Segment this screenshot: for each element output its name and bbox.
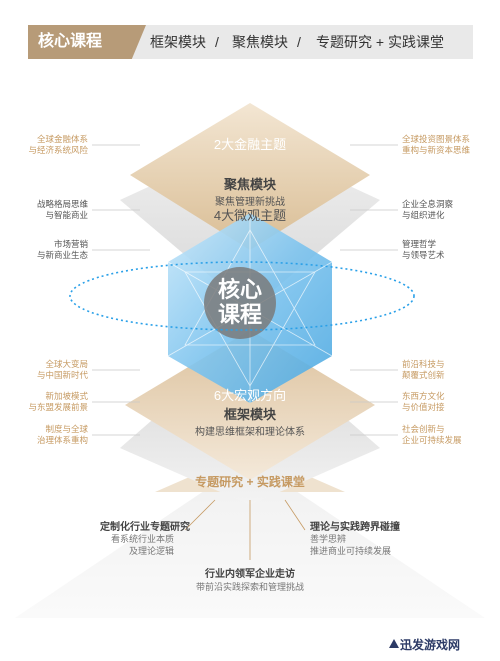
left-label-finance: 全球金融体系与经济系统风险 (28, 134, 88, 155)
focus-module-subtitle: 聚焦管理新挑战 (215, 197, 285, 208)
base-right-line-1: 善学思辨 (310, 534, 347, 544)
orbit-ring (69, 261, 415, 331)
base-left-line-1: 看系统行业本质 (110, 534, 174, 544)
core-line-1: 核心 (217, 277, 262, 302)
left-label-singapore: 新加坡模式与东盟发展前景 (28, 391, 88, 412)
header-item-framework: 框架模块 (150, 34, 206, 50)
core-circle (204, 267, 276, 339)
core-line-2: 课程 (217, 302, 262, 327)
base-bottom-title: 行业内领军企业走访 (205, 569, 295, 580)
left-label-strategy: 战略格局思维与智能商业 (36, 199, 88, 220)
framework-module-title: 框架模块 (223, 407, 276, 422)
framework-module-subtitle: 构建思维框架和理论体系 (195, 427, 305, 438)
base-left-title: 定制化行业专题研究 (100, 522, 190, 533)
watermark-logo-icon (389, 639, 399, 648)
left-label-governance: 制度与全球治理体系重构 (36, 424, 88, 445)
header-tag: 核心课程 (28, 25, 146, 59)
header-item-focus: 聚焦模块 (232, 34, 288, 50)
right-label-social: 社会创新与企业可持续发展 (402, 424, 462, 445)
base-bottom-line: 带前沿实践探索和管理挑战 (195, 582, 304, 592)
right-label-enterprise: 企业全息洞察与组织进化 (402, 199, 454, 220)
header-separator: / (215, 34, 219, 50)
base-right-title: 理论与实践跨界碰撞 (310, 522, 400, 533)
focus-diamond (130, 103, 370, 250)
right-label-technology: 前沿科技与颠覆式创新 (402, 359, 445, 380)
right-label-leadership: 管理哲学与领导艺术 (402, 239, 445, 260)
focus-module-title: 聚焦模块 (223, 177, 276, 192)
header-item-research: 专题研究 + 实践课堂 (316, 34, 444, 50)
left-label-marketing: 市场营销与新商业生态 (36, 239, 88, 260)
macro-directions: 6大宏观方向 (213, 388, 287, 403)
right-label-culture: 东西方文化与价值对接 (402, 391, 445, 412)
header-bar: 核心课程 框架模块 / 聚焦模块 / 专题研究 + 实践课堂 (28, 25, 473, 59)
left-label-global-change: 全球大变局与中国新时代 (36, 359, 88, 380)
framework-diamond (125, 330, 375, 480)
watermark-text: 迅发游戏网 (400, 638, 461, 652)
right-label-investment: 全球投资图景体系重构与新资本思维 (402, 134, 471, 155)
micro-topics: 4大微观主题 (213, 208, 287, 223)
base-left-line-2: 及理论逻辑 (128, 546, 174, 556)
base-right-line-2: 推进商业可持续发展 (310, 546, 392, 556)
base-title: 专题研究 + 实践课堂 (195, 475, 305, 489)
top-title: 2大金融主题 (213, 137, 287, 152)
header-separator: / (297, 34, 301, 50)
